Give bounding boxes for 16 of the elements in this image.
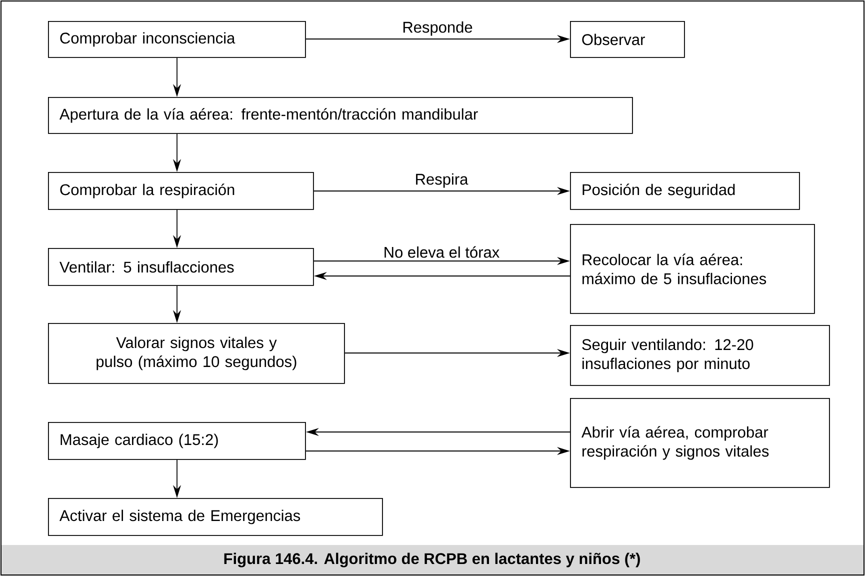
- process-box: Comprobar la respiración: [48, 172, 314, 210]
- process-box: Ventilar: 5 insuflacciones: [48, 248, 314, 286]
- process-box: Activar el sistema de Emergencias: [48, 498, 383, 536]
- process-box: Apertura de la vía aérea: frente-mentón/tracción mandibular: [48, 97, 633, 134]
- process-box: Masaje cardiaco (15:2): [48, 422, 306, 460]
- process-box: Abrir vía aérea, comprobar respiración y signos vitales: [570, 398, 830, 488]
- process-box: Seguir ventilando: 12-20 insuflaciones por minuto: [570, 325, 830, 386]
- process-box: Valorar signos vitales y pulso (máximo 10 segundos): [48, 323, 345, 384]
- process-box: Posición de seguridad: [570, 172, 800, 210]
- caption: Figura 146.4. Algoritmo de RCPB en lactantes y niños (*): [224, 552, 640, 568]
- edge-label: Respira: [416, 173, 468, 188]
- edge-label: No eleva el tórax: [384, 246, 500, 258]
- edge-label: Responde: [403, 21, 472, 36]
- process-box: Recolocar la vía aérea: máximo de 5 insuflaciones: [570, 224, 815, 314]
- process-box: Comprobar inconsciencia: [48, 21, 306, 58]
- process-box: Observar: [570, 21, 685, 58]
